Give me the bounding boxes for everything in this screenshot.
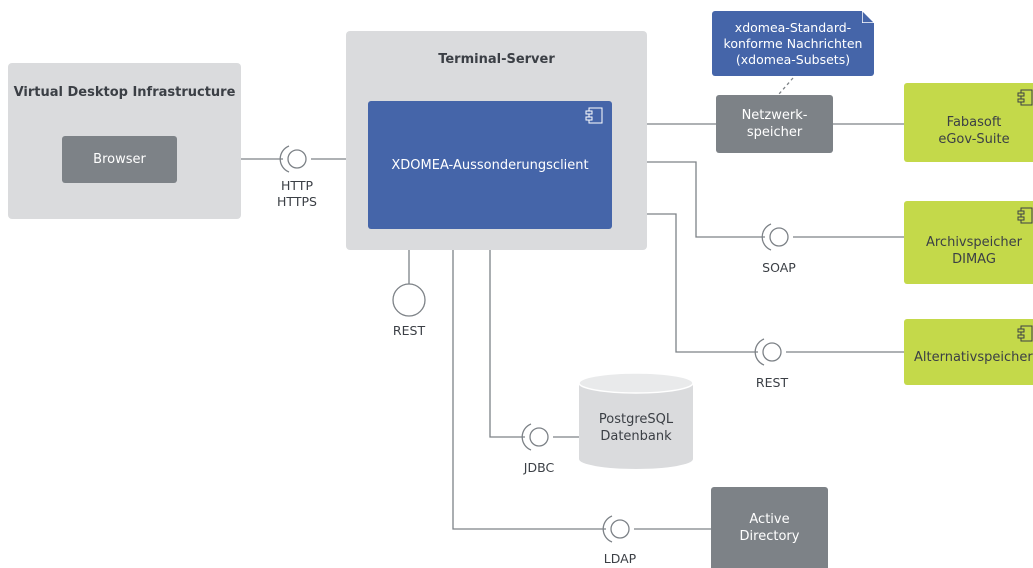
ldap-ball [610,519,630,539]
component-icon [1017,89,1033,106]
component-icon [1017,325,1033,342]
browser-node[interactable]: Browser [62,136,177,183]
archivspeicher-line-1: Archivspeicher [925,234,1022,250]
http-ball [287,149,307,169]
active-directory-node[interactable]: Active Directory [711,487,828,568]
active-directory-line-1: Active [749,511,790,527]
active-directory-line-2: Directory [739,528,800,544]
soap-socket [761,223,772,251]
ldap-label: LDAP [603,551,637,566]
jdbc-socket [521,423,532,451]
fabasoft-node[interactable]: Fabasoft eGov-Suite [904,83,1033,162]
fabasoft-line-1: Fabasoft [946,114,1002,130]
vdi-title: Virtual Desktop Infrastructure [13,85,236,100]
soap-connector [612,161,765,238]
client-node[interactable]: XDOMEA-Aussonderungsclient [368,101,612,229]
postgres-node[interactable]: PostgreSQL Datenbank [579,393,693,463]
alternativspeicher-label: Alternativspeicher [914,349,1033,365]
jdbc-label: JDBC [523,460,555,475]
soap-label: SOAP [762,260,796,275]
jdbc-connector [489,229,525,438]
fabasoft-line-2: eGov-Suite [938,131,1010,147]
component-icon [585,107,603,124]
rest-alt-socket [754,338,765,366]
rest-client-label: REST [392,323,426,338]
rest-alt-label: REST [755,375,789,390]
http-socket [279,145,290,173]
terminal-server-title: Terminal-Server [438,52,555,67]
note-line-2: konforme Nachrichten [723,35,863,51]
archivspeicher-node[interactable]: Archivspeicher DIMAG [904,201,1033,284]
postgres-line-1: PostgreSQL [598,412,674,427]
postgres-line-2: Datenbank [600,429,672,444]
xdomea-note: xdomea-Standard- konforme Nachrichten (x… [712,11,874,76]
http-label-line-2: HTTPS [277,194,317,209]
netzwerkspeicher-line-1: Netzwerk- [741,108,808,123]
note-line-1: xdomea-Standard- [734,19,852,35]
netzwerkspeicher-line-2: speicher [746,125,803,140]
client-label: XDOMEA-Aussonderungsclient [391,157,589,173]
ldap-connector [452,229,606,530]
browser-label: Browser [93,152,146,167]
note-fold-icon [862,11,874,23]
http-label-line-1: HTTP [281,178,313,193]
soap-ball [769,227,789,247]
netzwerkspeicher-node[interactable]: Netzwerk- speicher [716,95,833,153]
http-label: HTTP HTTPS [262,178,332,210]
note-line-3: (xdomea-Subsets) [735,51,851,67]
ldap-socket [602,515,613,543]
alternativspeicher-node[interactable]: Alternativspeicher [904,319,1033,385]
rest-alt-ball [762,342,782,362]
component-icon [1017,207,1033,224]
note-anchor-line [778,77,794,95]
rest-client-ball [392,283,426,317]
archivspeicher-line-2: DIMAG [952,251,996,267]
postgres-cylinder [578,372,694,469]
jdbc-ball [529,427,549,447]
